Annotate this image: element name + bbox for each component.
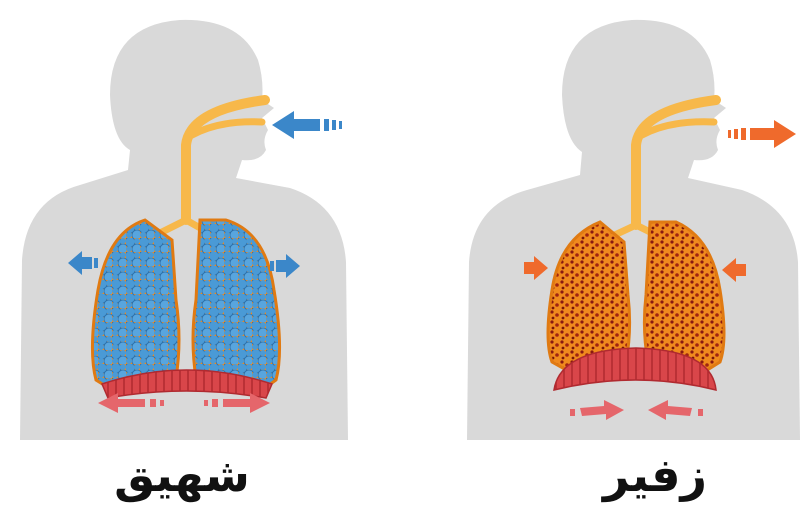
inhalation-panel <box>20 20 348 440</box>
exhalation-panel <box>467 20 800 440</box>
air-inflow-arrow <box>272 111 342 139</box>
air-outflow-arrow <box>728 120 796 148</box>
inhalation-caption: شهيق <box>32 452 332 498</box>
exhalation-caption: زفير <box>505 452 803 498</box>
